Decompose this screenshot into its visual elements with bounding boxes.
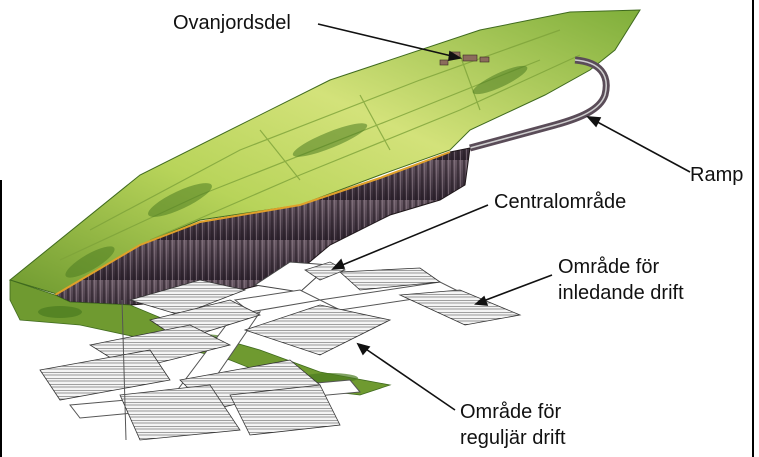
label-surface-part: Ovanjordsdel bbox=[173, 11, 291, 35]
label-initial-operation-line1: Område för bbox=[558, 255, 659, 279]
label-initial-operation-line2: inledande drift bbox=[558, 281, 684, 305]
label-regular-operation-line1: Område för bbox=[460, 400, 561, 424]
label-regular-operation-line2: reguljär drift bbox=[460, 426, 566, 450]
label-ramp: Ramp bbox=[690, 163, 743, 187]
label-central-area: Centralområde bbox=[494, 190, 626, 214]
